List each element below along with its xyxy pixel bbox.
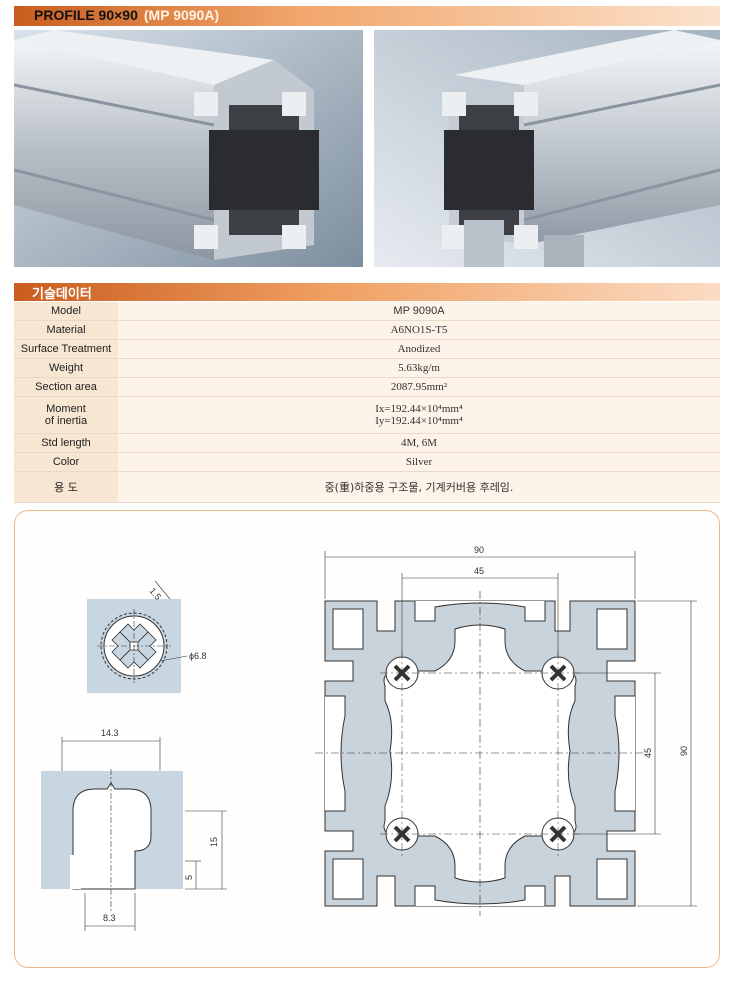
spec-row-weight: Weight 5.63kg/m <box>14 358 720 378</box>
spec-label: Material <box>14 320 118 340</box>
spec-label: 용 도 <box>14 471 118 503</box>
spec-value: Anodized <box>118 339 720 359</box>
profile-title: PROFILE 90×90 <box>34 7 138 23</box>
page-title: PROFILE 90×90 (MP 9090A) <box>34 7 219 23</box>
spec-label: Std length <box>14 433 118 453</box>
spec-table: Model MP 9090A Material A6NO1S-T5 Surfac… <box>14 302 720 503</box>
spec-value: 2087.95mm² <box>118 377 720 397</box>
spec-row-moment: Moment of inertia Ix=192.44×10⁴mm⁴ Iy=19… <box>14 396 720 434</box>
spec-value: Silver <box>118 452 720 472</box>
spec-value: A6NO1S-T5 <box>118 320 720 340</box>
title-bar: PROFILE 90×90 (MP 9090A) <box>14 6 720 26</box>
overall-height-dimension: 90 <box>679 746 689 756</box>
spec-label: Color <box>14 452 118 472</box>
spec-row-std-length: Std length 4M, 6M <box>14 433 720 453</box>
spec-row-usage: 용 도 중(重)하중용 구조물, 기계커버용 후레임. <box>14 471 720 503</box>
spec-label: Moment of inertia <box>14 396 118 434</box>
spec-label: Surface Treatment <box>14 339 118 359</box>
spec-row-model: Model MP 9090A <box>14 302 720 321</box>
slot-lip-dimension: 5 <box>184 875 194 880</box>
spec-label: Section area <box>14 377 118 397</box>
profile-dimensions: 90 45 90 45 <box>324 545 697 907</box>
spec-value: 중(重)하중용 구조물, 기계커버용 후레임. <box>118 471 720 503</box>
spec-row-color: Color Silver <box>14 452 720 472</box>
technical-drawing-frame: 1.5 ϕ6.8 14.3 15 5 8.3 <box>14 510 720 968</box>
spec-value-ix: Ix=192.44×10⁴mm⁴ <box>375 403 463 415</box>
product-photo-right <box>374 30 720 267</box>
slot-depth-dimension: 15 <box>209 837 219 847</box>
spec-label-line: of inertia <box>44 415 88 427</box>
spec-label: Model <box>14 302 118 321</box>
slot-spacing-dimension: 45 <box>474 566 484 576</box>
spec-section-title: 기술데이터 <box>32 287 92 302</box>
spec-value: Ix=192.44×10⁴mm⁴ Iy=192.44×10⁴mm⁴ <box>118 396 720 434</box>
spec-label: Weight <box>14 358 118 378</box>
core-hole-detail: 1.5 ϕ6.8 <box>87 580 207 693</box>
slot-width-dimension: 14.3 <box>101 728 119 738</box>
spec-row-section-area: Section area 2087.95mm² <box>14 377 720 397</box>
slot-spacing-vertical-dimension: 45 <box>643 748 653 758</box>
model-code: (MP 9090A) <box>143 7 220 23</box>
profile-cross-section <box>315 591 645 916</box>
spec-value-iy: Iy=192.44×10⁴mm⁴ <box>375 415 463 427</box>
slot-opening-dimension: 8.3 <box>103 913 116 923</box>
spec-label-line: Moment <box>46 403 86 415</box>
spec-value: 4M, 6M <box>118 433 720 453</box>
spec-value: 5.63kg/m <box>118 358 720 378</box>
core-hole-dimension: ϕ6.8 <box>189 651 207 661</box>
spec-row-material: Material A6NO1S-T5 <box>14 320 720 340</box>
spec-value: MP 9090A <box>118 302 720 321</box>
spec-section-header: 기술데이터 <box>14 283 720 302</box>
spec-row-surface: Surface Treatment Anodized <box>14 339 720 359</box>
product-photo-left <box>14 30 363 267</box>
slot-detail: 14.3 15 5 8.3 <box>41 728 227 931</box>
overall-width-dimension: 90 <box>474 545 484 555</box>
